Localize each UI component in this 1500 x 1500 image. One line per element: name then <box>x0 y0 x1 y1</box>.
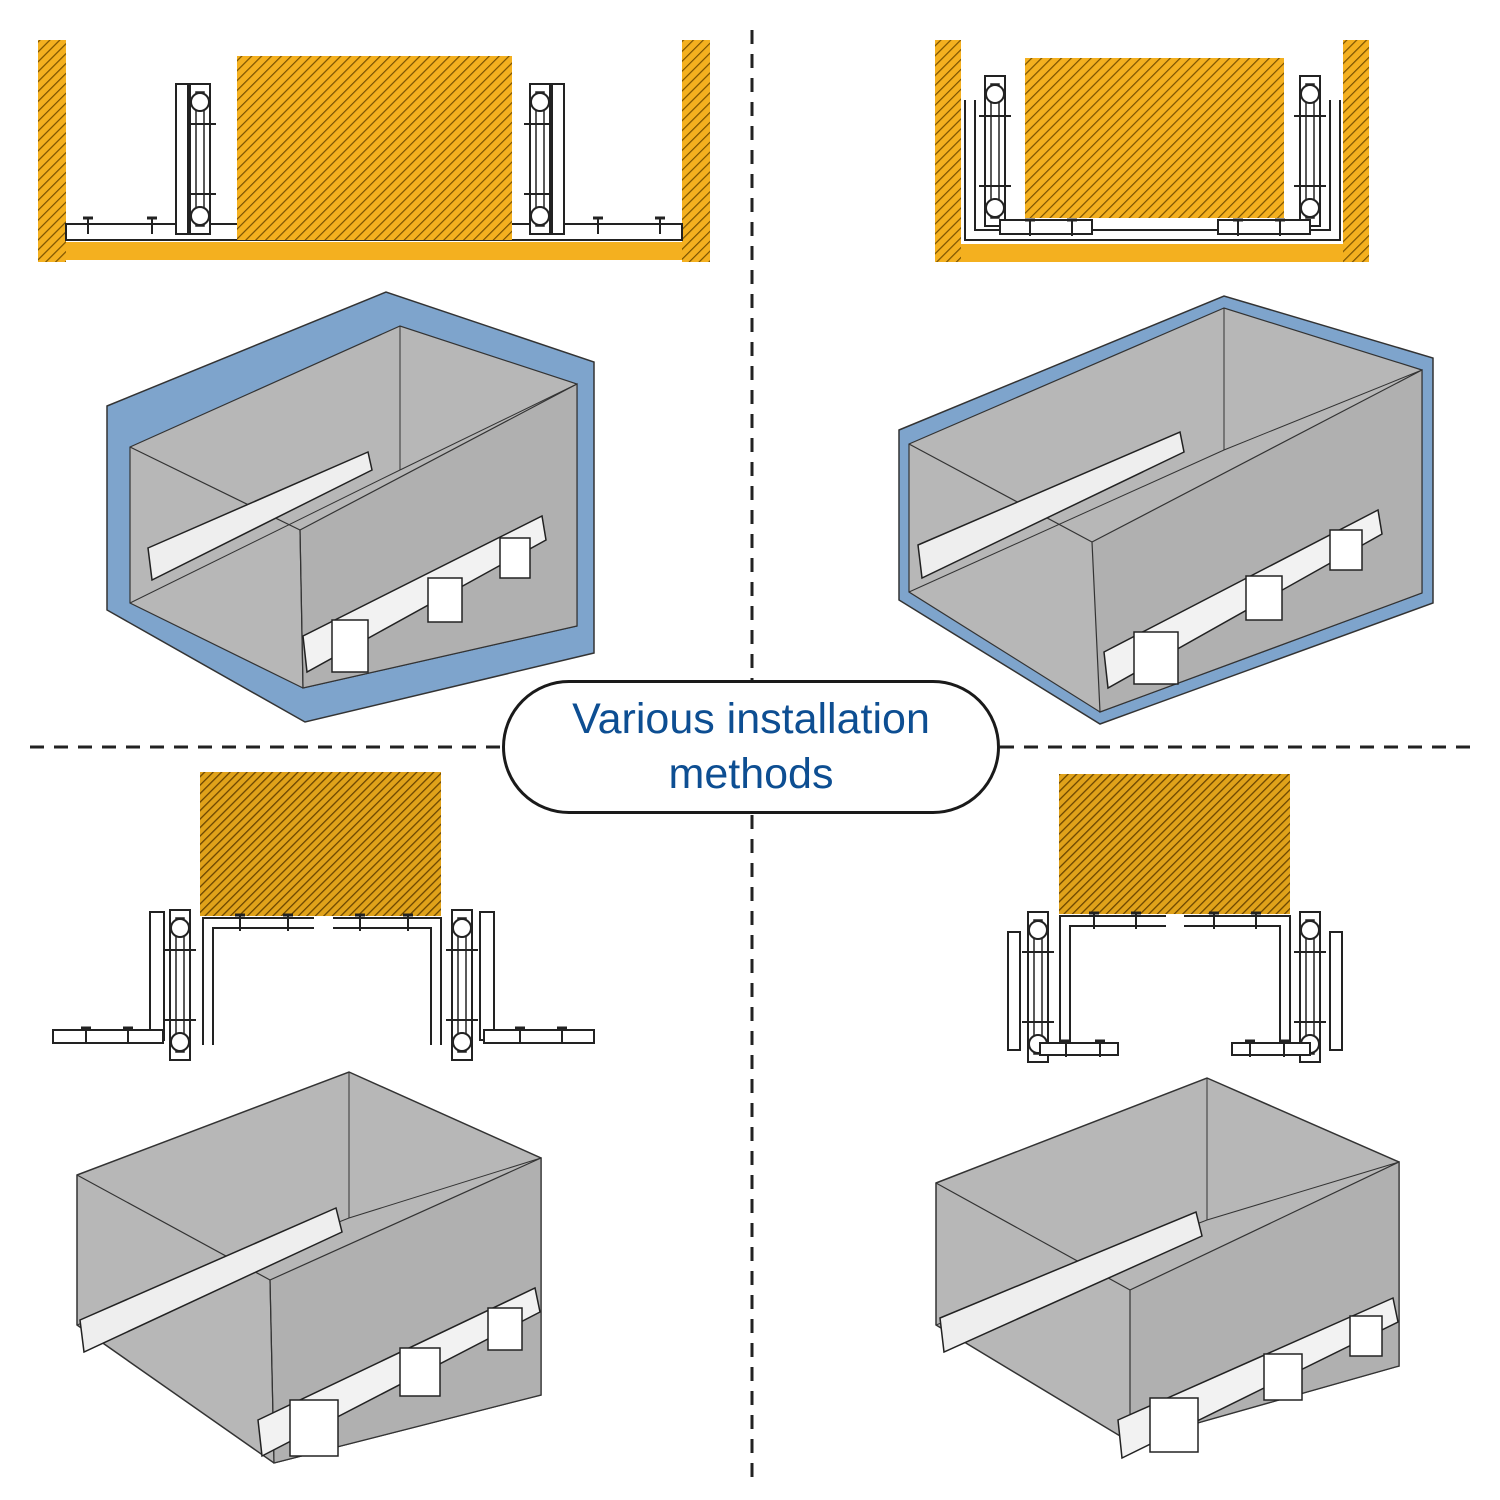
drawer-box-blue <box>106 291 595 723</box>
panel-side-mount-inner <box>898 40 1434 725</box>
cabinet-cross-section <box>38 40 710 262</box>
drawer-box-gray <box>76 1071 542 1464</box>
caption-line-2: methods <box>668 750 834 798</box>
caption-line-1: Various installation <box>572 695 930 743</box>
caption-bubble: Various installation methods <box>502 680 1000 814</box>
panel-bottom-mount-under <box>935 774 1400 1460</box>
divider-lines <box>30 30 1475 1480</box>
drawer-box-blue <box>898 295 1434 725</box>
rail-cross-section <box>52 772 595 1061</box>
drawer-box-gray <box>935 1077 1400 1460</box>
cabinet-cross-section <box>935 40 1369 262</box>
panel-bottom-mount-flanged <box>52 772 595 1464</box>
rail-cross-section <box>1007 774 1343 1063</box>
panel-side-mount-outer <box>38 40 710 723</box>
